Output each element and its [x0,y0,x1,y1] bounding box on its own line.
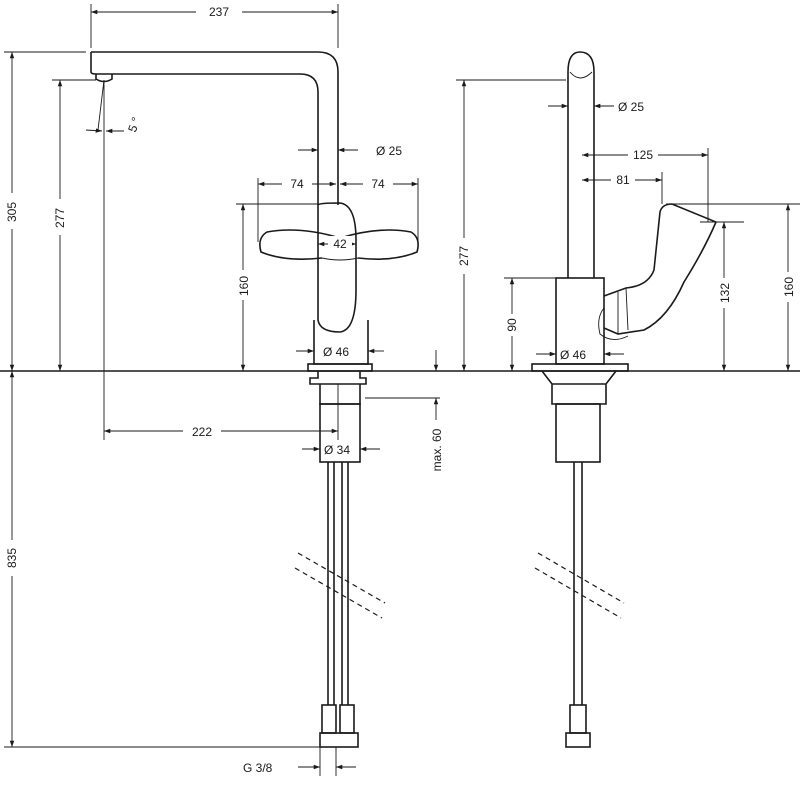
dim-outlet-to-center: 222 [192,425,212,439]
dim-spout-diameter: Ø 25 [376,144,402,158]
dim-total-height: 305 [5,202,19,222]
dim-lever-width: 42 [333,237,347,251]
dim-side-lever-reach: 125 [633,148,653,162]
dim-spout-reach: 237 [209,5,229,19]
side-break-lines [534,552,625,619]
dim-handle-right: 74 [371,177,385,191]
dim-spout-angle: 5 ° [125,115,143,134]
front-spout [90,51,339,205]
side-dimensions: Ø 25 125 81 277 90 Ø 46 132 [454,79,800,371]
side-shank [541,370,617,405]
side-hose [565,462,591,748]
dim-side-base-diameter: Ø 46 [560,348,586,362]
side-spout [567,51,595,278]
dim-max-counter-thickness: max. 60 [430,428,444,471]
side-shank-body [555,403,601,463]
front-hoses [319,462,359,748]
dim-spout-outlet-height: 277 [53,208,67,228]
dim-side-body-height: 90 [505,318,519,332]
dim-side-lever-low: 132 [718,283,732,303]
dim-handle-left: 74 [290,177,304,191]
dim-base-diameter: Ø 46 [323,345,349,359]
front-view [90,51,419,748]
dim-shank-diameter: Ø 34 [324,443,350,457]
dim-side-spout-diameter: Ø 25 [618,100,644,114]
front-base-ring [307,363,373,372]
dim-lever-height: 160 [237,276,251,296]
front-break-lines [294,552,386,619]
dim-side-spout-height: 277 [457,246,471,266]
side-view [531,51,718,748]
dim-connection-thread: G 3/8 [243,761,273,775]
front-dimensions: 237 305 277 5 ° Ø 25 74 74 42 [2,2,444,776]
dim-side-body-depth: 81 [616,173,630,187]
dim-side-lever-high: 160 [782,277,796,297]
dim-hose-length: 835 [5,548,19,568]
side-lever [603,203,718,335]
front-lever [259,229,419,260]
front-body [317,202,357,333]
side-base-ring [531,363,629,372]
